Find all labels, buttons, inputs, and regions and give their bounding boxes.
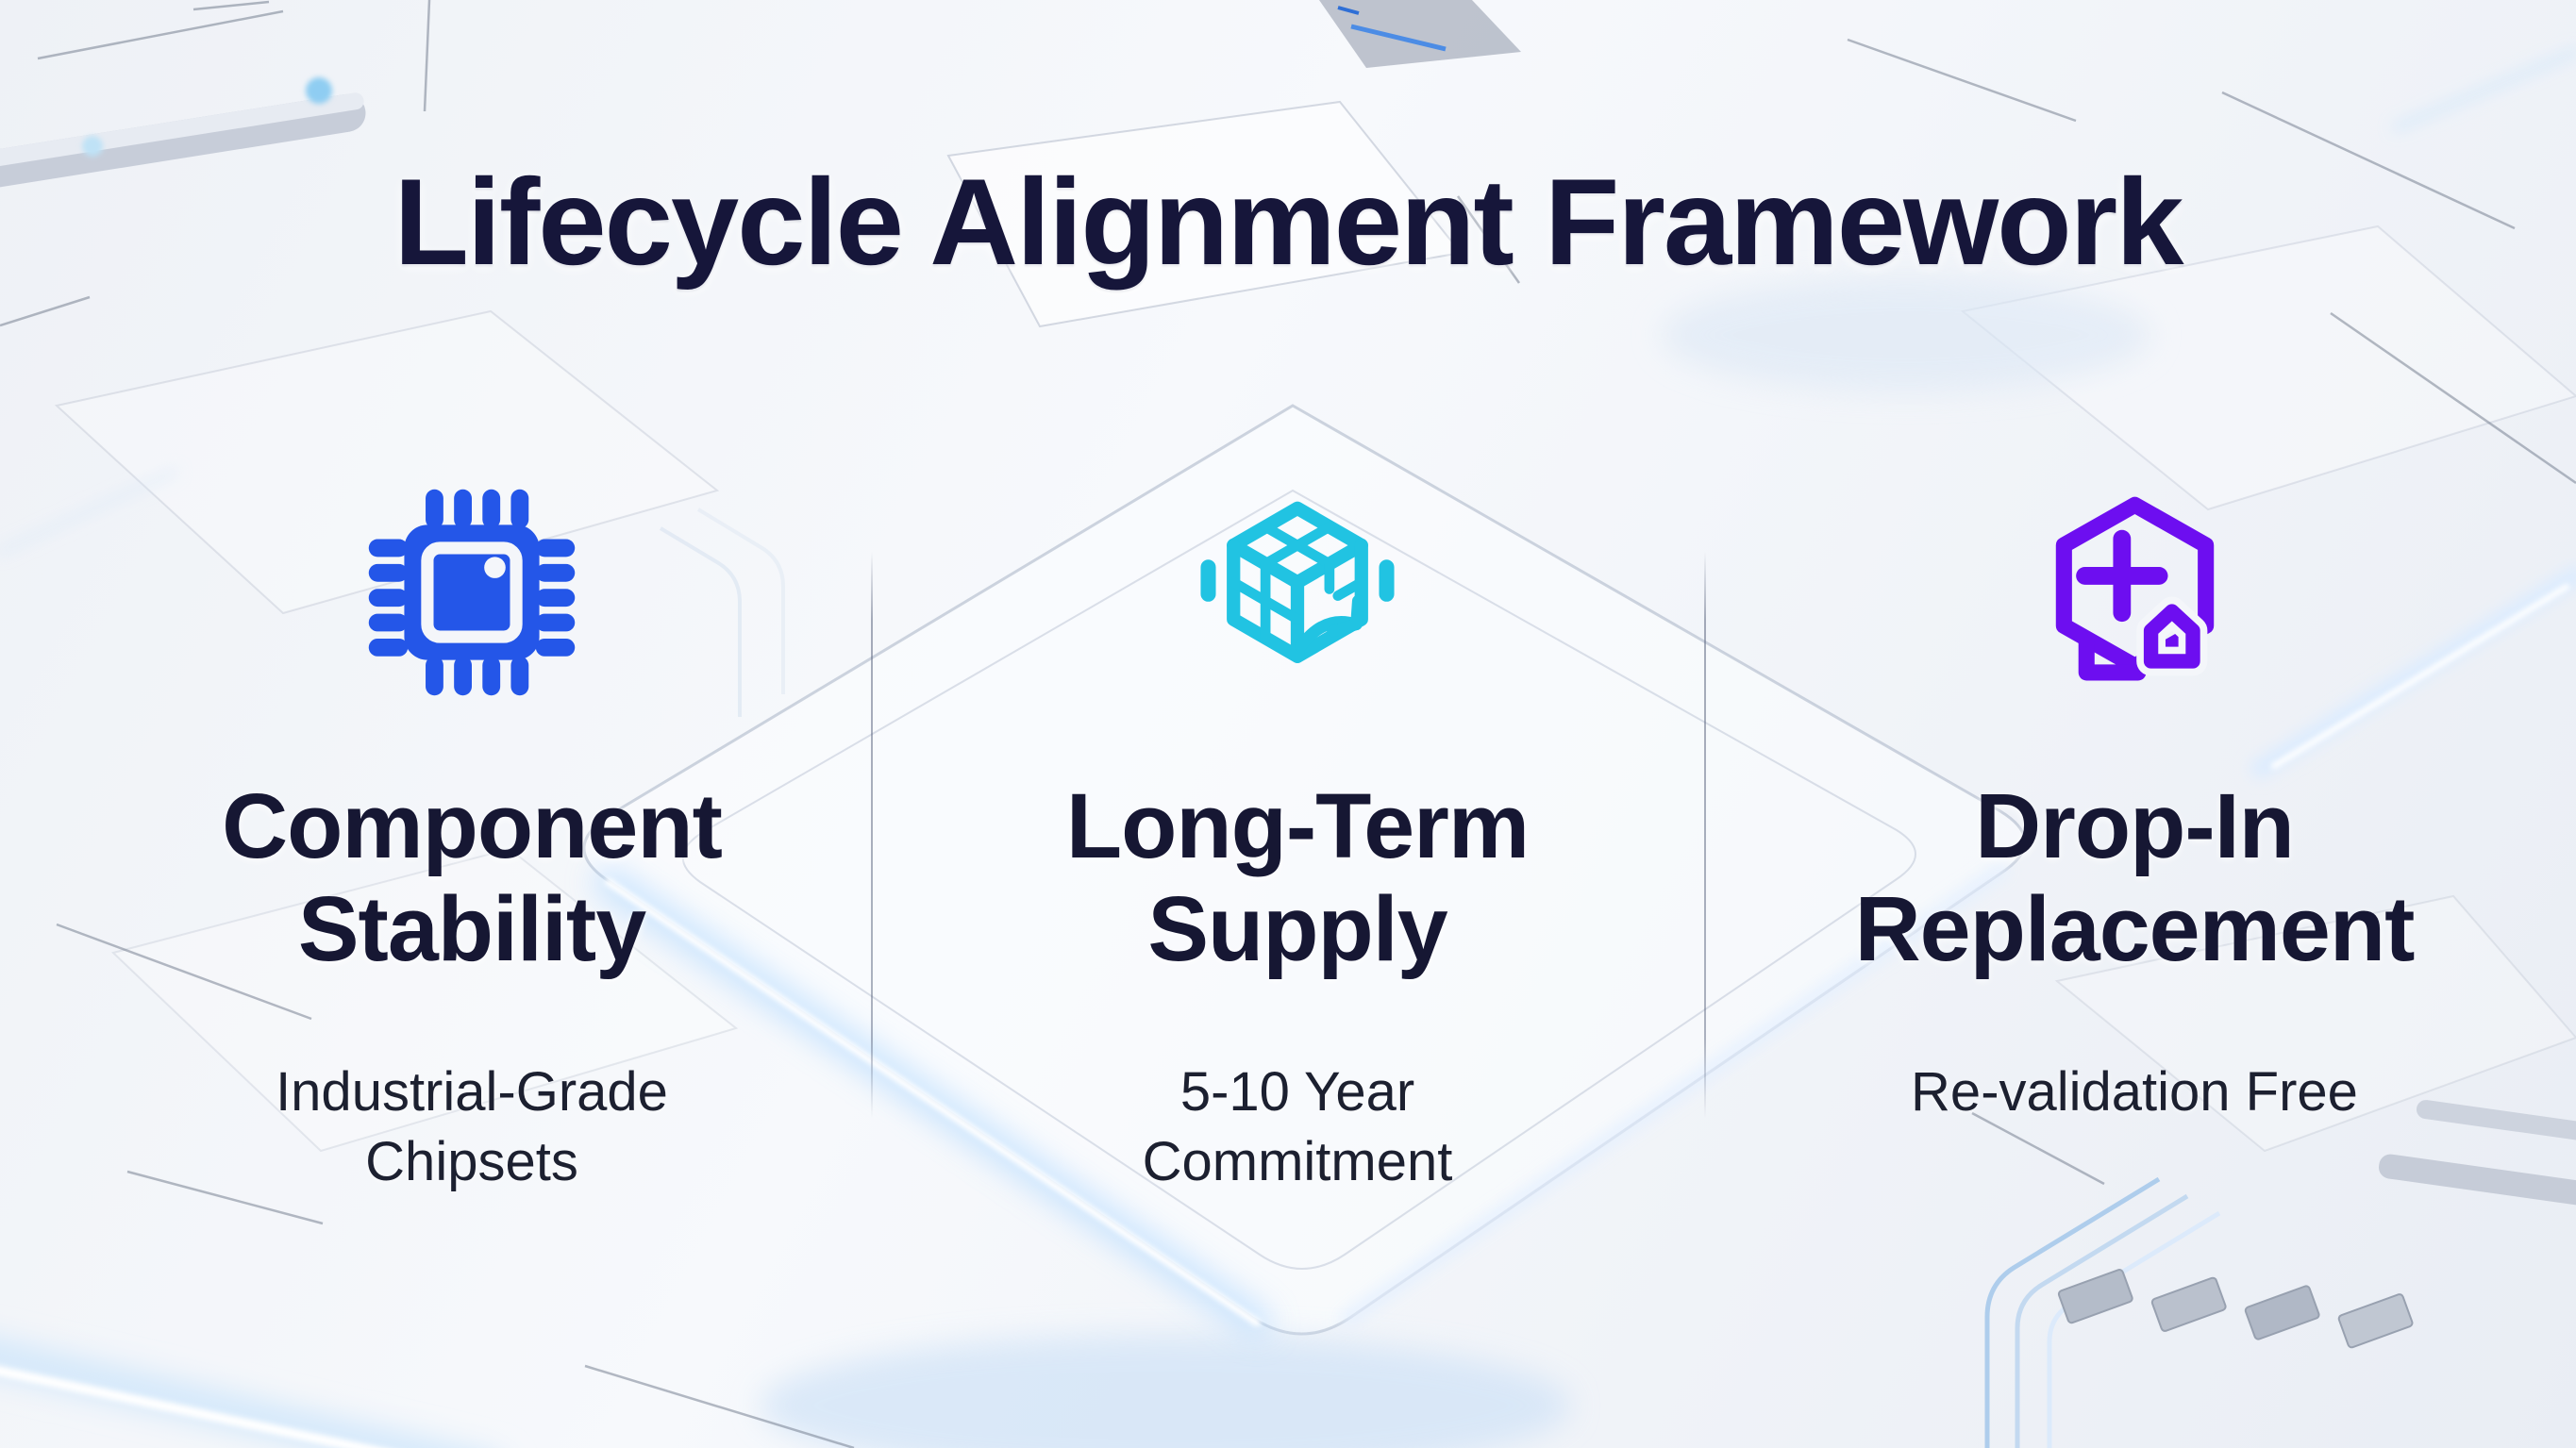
- heading-line: Stability: [297, 876, 646, 980]
- supply-cube-icon: [929, 476, 1665, 707]
- subtitle-line: Industrial-Grade: [276, 1061, 668, 1123]
- column-divider-left: [871, 552, 873, 1118]
- column-divider-right: [1704, 552, 1706, 1118]
- subtitle-line: Commitment: [1142, 1131, 1453, 1193]
- page-title: Lifecycle Alignment Framework: [393, 153, 2184, 291]
- column-subtitle: 5-10 Year Commitment: [929, 1057, 1665, 1197]
- heading-line: Supply: [1147, 876, 1447, 980]
- column-drop-in-replacement: Drop-In Replacement Re-validation Free: [1766, 476, 2502, 1127]
- column-heading: Long-Term Supply: [929, 774, 1665, 980]
- heading-line: Drop-In: [1975, 774, 2295, 877]
- hexagon-plus-icon-svg: [2055, 496, 2214, 681]
- subtitle-line: Chipsets: [365, 1131, 578, 1193]
- column-subtitle: Industrial-Grade Chipsets: [104, 1057, 840, 1197]
- heading-line: Replacement: [1854, 876, 2416, 980]
- column-heading: Component Stability: [104, 774, 840, 980]
- cpu-chip-icon: [104, 476, 840, 707]
- column-subtitle: Re-validation Free: [1766, 1057, 2502, 1127]
- glow-streaks: [0, 47, 2576, 1448]
- subtitle-line: Re-validation Free: [1911, 1061, 2358, 1123]
- heading-line: Long-Term: [1065, 774, 1530, 877]
- column-component-stability: Component Stability Industrial-Grade Chi…: [104, 476, 840, 1198]
- column-heading: Drop-In Replacement: [1766, 774, 2502, 980]
- smd-components: [2057, 1269, 2414, 1349]
- hexagon-plus-icon: [1766, 476, 2502, 707]
- blue-led-dot: [306, 77, 332, 104]
- column-long-term-supply: Long-Term Supply 5-10 Year Commitment: [929, 476, 1665, 1198]
- subtitle-line: 5-10 Year: [1179, 1061, 1415, 1123]
- heading-line: Component: [222, 774, 723, 877]
- cpu-chip-icon-svg: [368, 489, 576, 695]
- hex-traces: [659, 508, 2221, 1448]
- supply-cube-icon-svg: [1200, 501, 1395, 663]
